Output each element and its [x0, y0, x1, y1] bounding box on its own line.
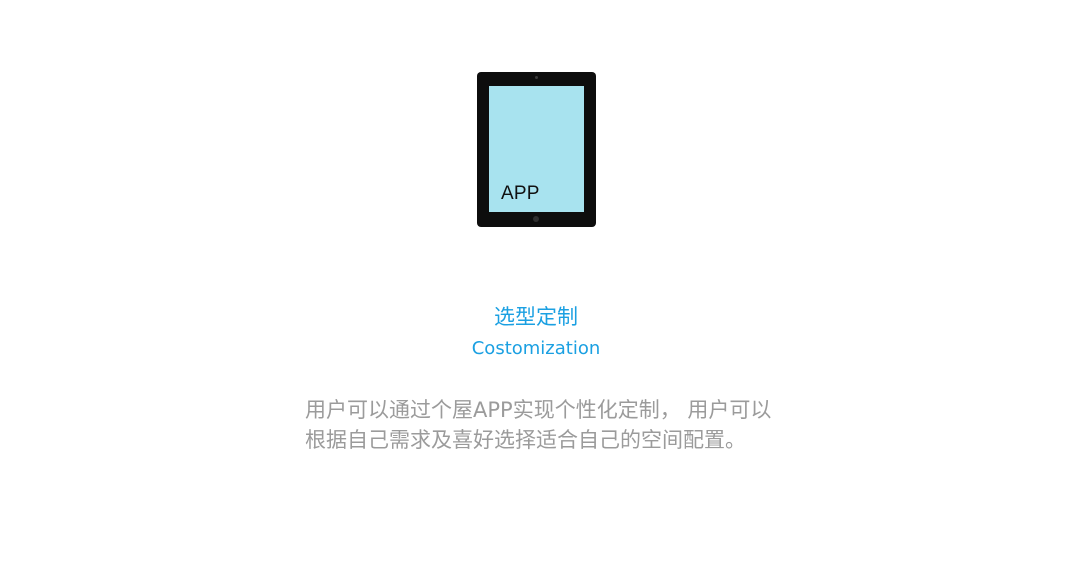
feature-title: 选型定制	[494, 305, 578, 329]
feature-description: 用户可以通过个屋APP实现个性化定制， 用户可以根据自己需求及喜好选择适合自己的…	[305, 398, 772, 452]
tablet-illustration: APP	[477, 72, 596, 227]
tablet-home-button	[533, 216, 539, 222]
feature-subtitle: Costomization	[471, 338, 601, 359]
tablet-app-label: APP	[501, 183, 540, 204]
tablet-camera	[535, 76, 538, 79]
tablet-screen: APP	[489, 86, 584, 212]
